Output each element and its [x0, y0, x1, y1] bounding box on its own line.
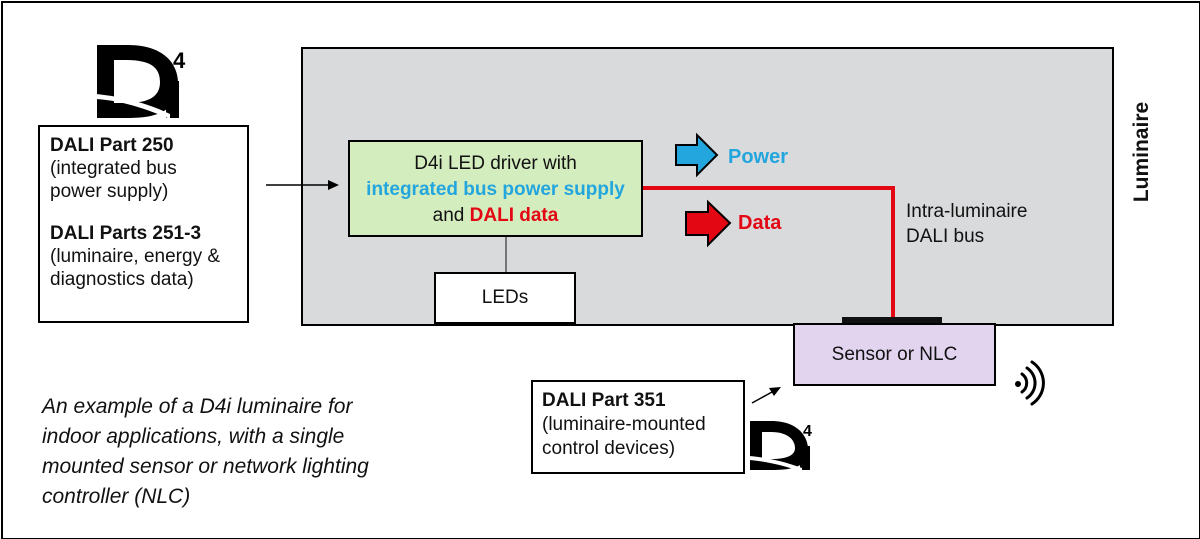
- sensor-nlc-box: Sensor or NLC: [793, 323, 996, 386]
- led-driver-box: D4i LED driver with integrated bus power…: [348, 140, 643, 237]
- parts251-3-title: DALI Parts 251-3: [50, 223, 202, 244]
- bus-label-line2: DALI bus: [906, 226, 985, 247]
- part351-arrow-line: [751, 391, 773, 404]
- driver-line2: integrated bus power supply and DALI dat…: [350, 177, 641, 229]
- d4i-logo-large: 4: [96, 45, 186, 119]
- bus-label-line1: Intra-luminaire: [906, 201, 1028, 222]
- input-arrow-head: [328, 180, 339, 190]
- intra-luminaire-bus-label: Intra-luminaire DALI bus: [906, 199, 1027, 249]
- logo-superscript-small: 4: [803, 423, 812, 440]
- data-label: Data: [738, 212, 782, 234]
- driver-joiner: and: [432, 205, 470, 226]
- d4i-logo-small: 4: [749, 421, 812, 472]
- parts251-3-desc: (luminaire, energy & diagnostics data): [50, 246, 221, 290]
- power-arrow-icon: [675, 132, 719, 178]
- part351-desc: (luminaire-mounted control devices): [542, 414, 706, 459]
- driver-blue-text: integrated bus power supply: [366, 179, 625, 200]
- dali-bus-line: [643, 186, 895, 318]
- leds-box: LEDs: [434, 272, 576, 324]
- wireless-signal-icon: [1015, 360, 1045, 406]
- part250-title: DALI Part 250: [50, 135, 174, 156]
- diagram-caption: An example of a D4i luminaire for indoor…: [42, 395, 369, 508]
- driver-line1: D4i LED driver with: [414, 153, 577, 174]
- logo-superscript-large: 4: [173, 48, 186, 73]
- dali-parts-250-253-box: DALI Part 250 (integrated bus power supp…: [38, 125, 249, 323]
- part351-title: DALI Part 351: [542, 390, 666, 411]
- dali-part-351-box: DALI Part 351 (luminaire-mounted control…: [531, 380, 745, 474]
- part250-desc: (integrated bus power supply): [50, 158, 177, 202]
- driver-red-text: DALI data: [469, 205, 559, 226]
- data-arrow-icon: [685, 199, 732, 248]
- power-label: Power: [728, 146, 789, 168]
- part351-arrow-head: [769, 387, 781, 396]
